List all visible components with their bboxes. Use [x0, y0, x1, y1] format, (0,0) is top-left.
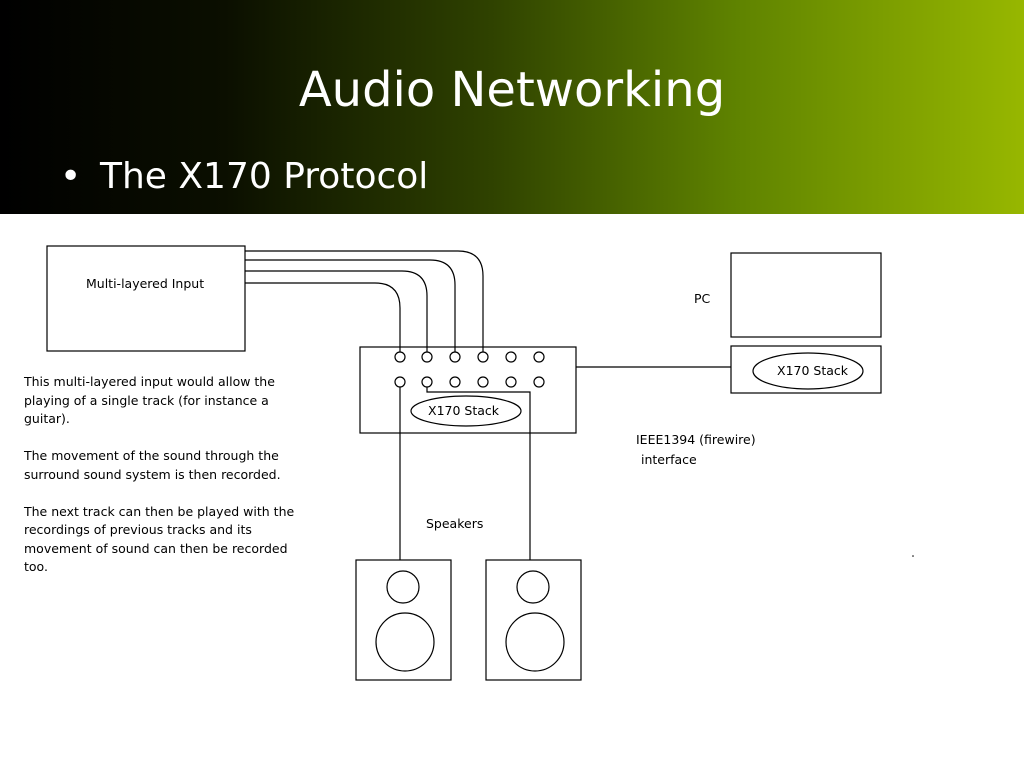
multi-layered-input-box [46, 245, 246, 352]
hub-port [421, 376, 433, 388]
slide-title: Audio Networking [298, 62, 726, 118]
pc-stack-label: X170 Stack [777, 363, 849, 378]
hub-port [505, 351, 517, 363]
hub-port [533, 376, 545, 388]
hub-port [394, 376, 406, 388]
x170-hub-box [359, 346, 577, 434]
pc-stack-ellipse [752, 352, 864, 390]
pc-stack-box [730, 345, 882, 394]
speaker-left-tweeter [386, 570, 420, 604]
speaker-left-box [355, 559, 452, 681]
pc-monitor-box [730, 252, 882, 338]
hub-port [477, 376, 489, 388]
hub-port [477, 351, 489, 363]
hub-port [449, 351, 461, 363]
hub-stack-ellipse [410, 395, 522, 427]
bullet-text: The X170 Protocol [100, 156, 429, 197]
speakers-label: Speakers [426, 516, 484, 531]
pc-label: PC [694, 291, 711, 306]
slide-header: Audio Networking • The X170 Protocol [0, 0, 1024, 214]
hub-stack-label: X170 Stack [428, 403, 500, 418]
bullet-item: • The X170 Protocol [60, 156, 428, 197]
input-cable [245, 250, 484, 352]
input-cable [245, 259, 456, 352]
speaker-right-tweeter [516, 570, 550, 604]
bullet-icon: • [60, 156, 82, 197]
hub-port [505, 376, 517, 388]
description-para-3: The next track can then be played with t… [24, 503, 295, 575]
hub-port [533, 351, 545, 363]
interface-label-line2: interface [641, 452, 697, 467]
hub-port [449, 376, 461, 388]
stray-dot [912, 555, 914, 557]
hub-port [421, 351, 433, 363]
input-cable [245, 270, 428, 352]
description-para-1: This multi-layered input would allow the… [24, 374, 275, 426]
speaker-left-woofer [375, 612, 435, 672]
speaker-right-box [485, 559, 582, 681]
input-cable [245, 282, 401, 352]
input-box-label: Multi-layered Input [86, 276, 205, 291]
x170-network-diagram [46, 245, 914, 681]
speaker-wire-right [426, 387, 531, 560]
speaker-right-woofer [505, 612, 565, 672]
interface-label-line1: IEEE1394 (firewire) [636, 432, 756, 447]
description-text: This multi-layered input would allow the… [24, 373, 314, 595]
hub-port [394, 351, 406, 363]
description-para-2: The movement of the sound through the su… [24, 448, 281, 482]
